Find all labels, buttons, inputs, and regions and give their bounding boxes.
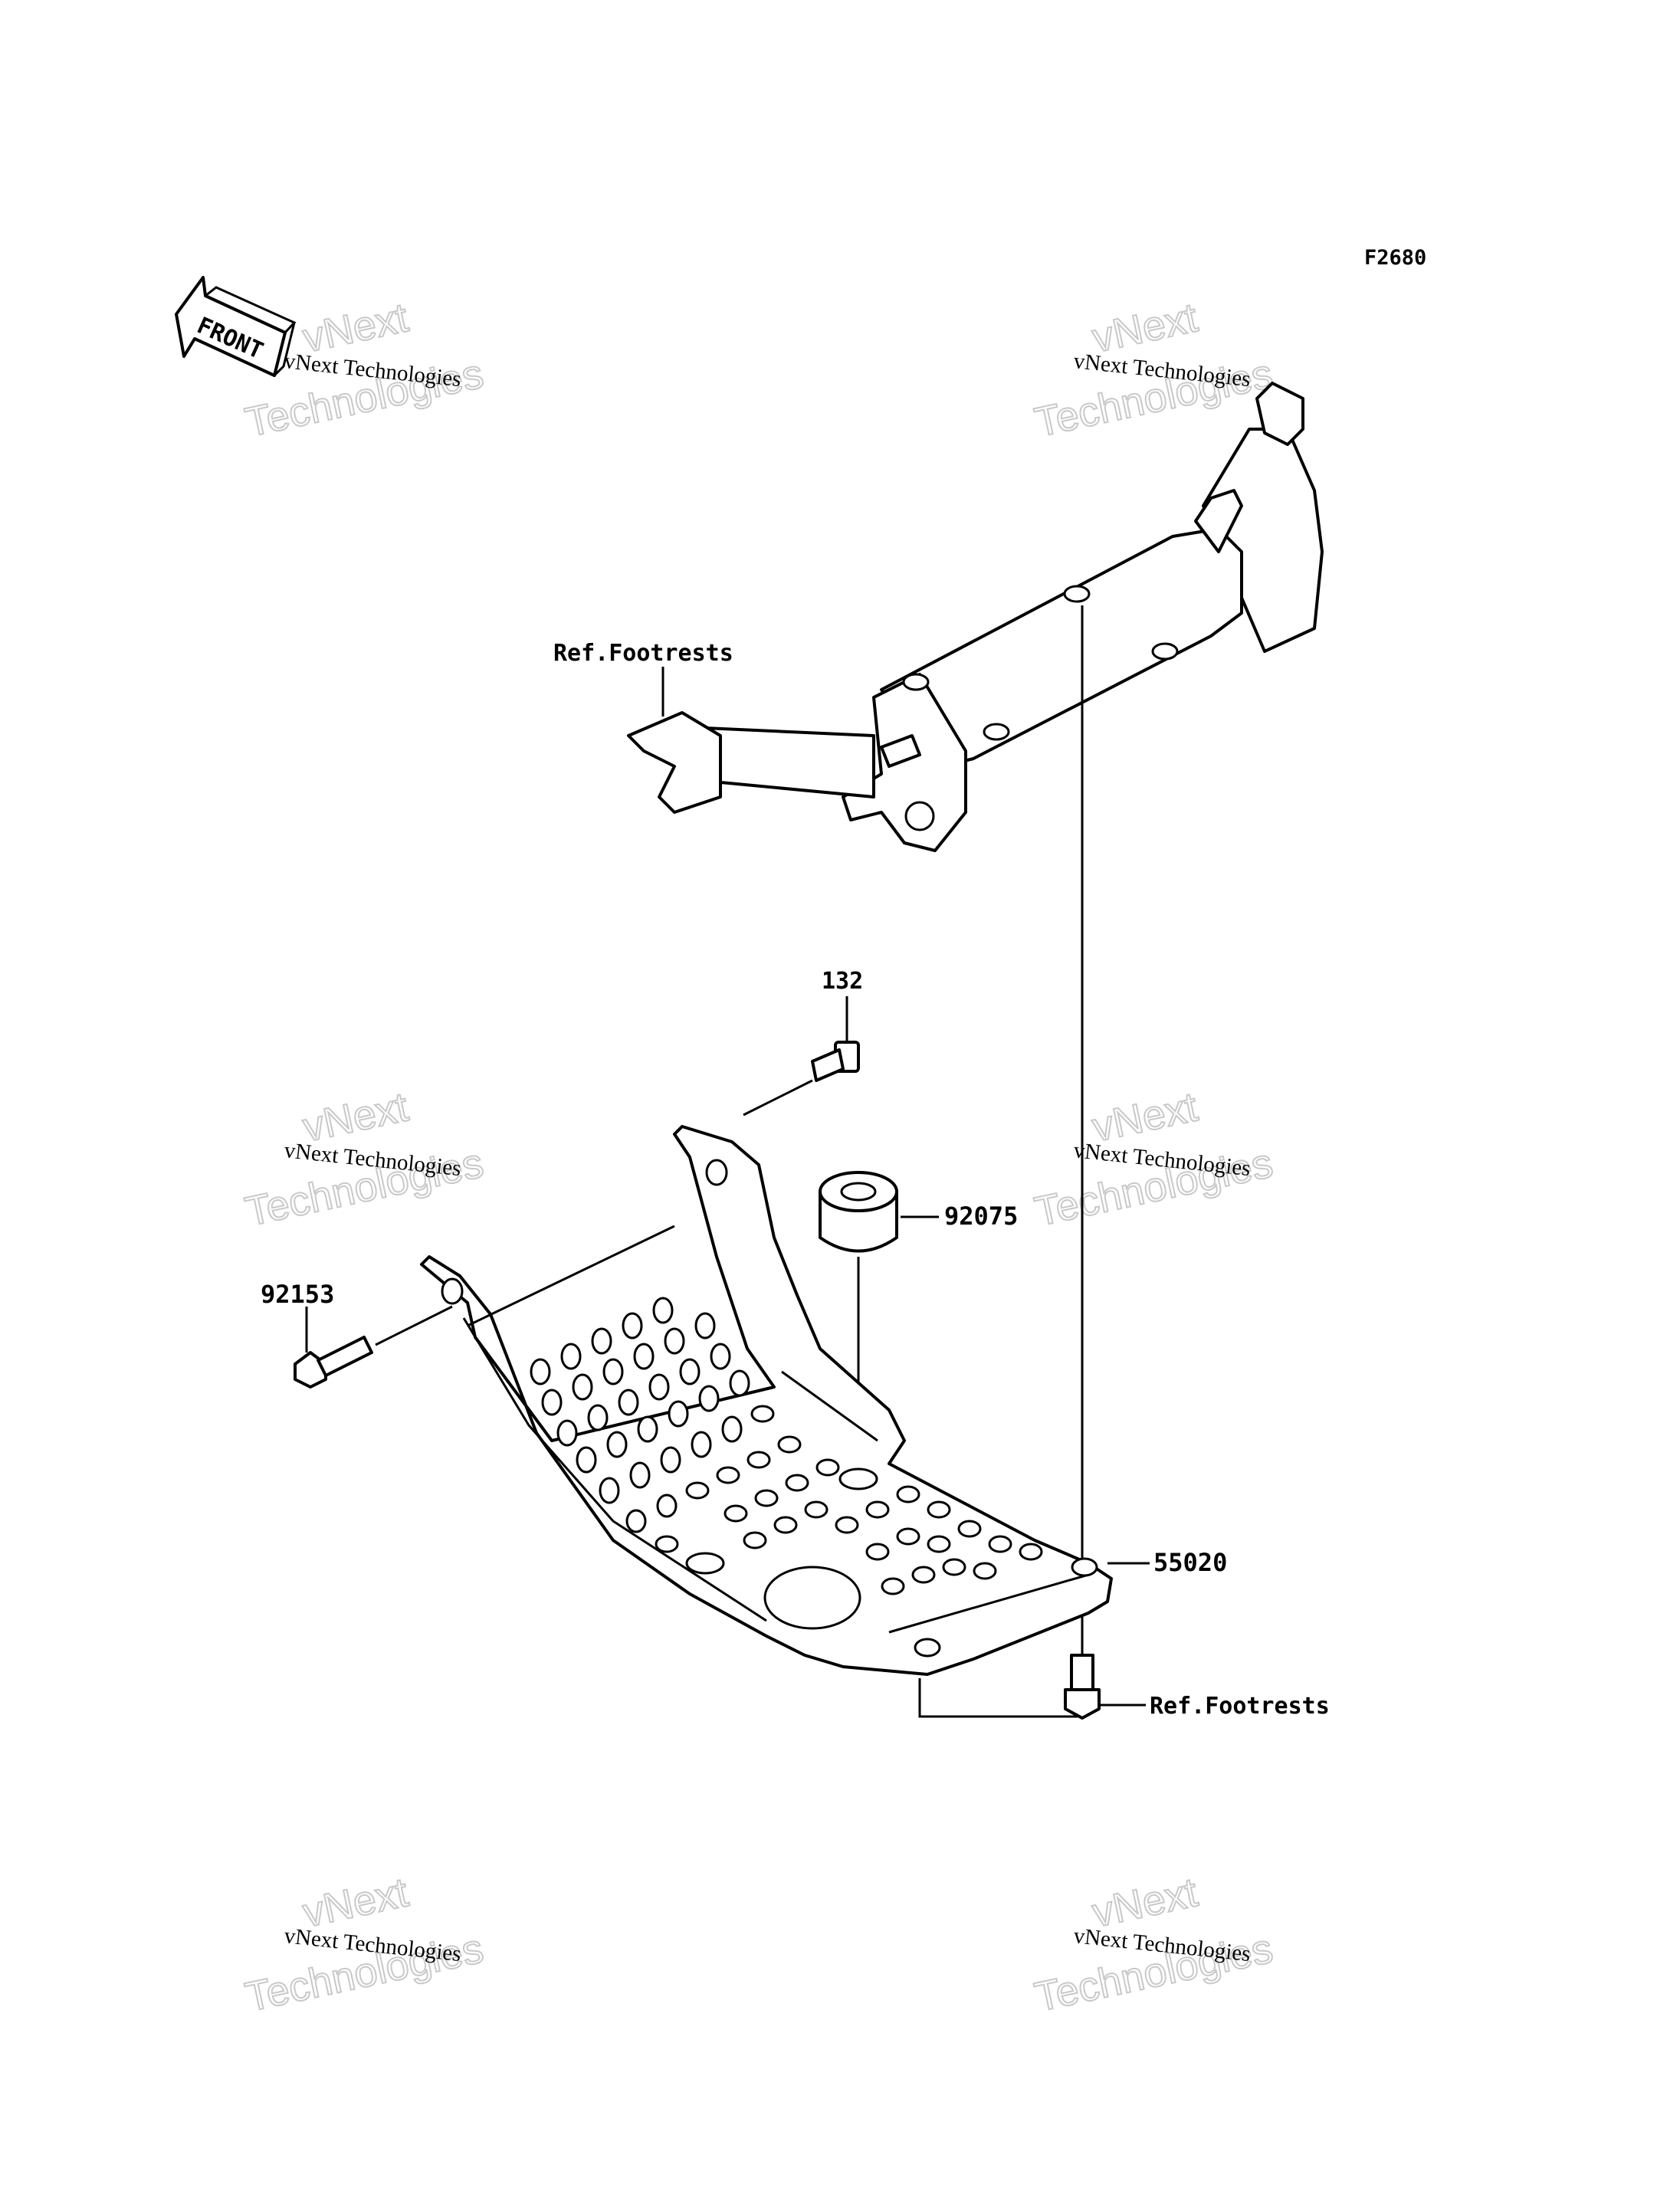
bolt-132	[811, 1041, 860, 1082]
perforation-pattern	[530, 1297, 1043, 1595]
watermark-middle-left: vNext Technologies vNext Technologies	[241, 1083, 488, 1235]
callout-132: 132	[822, 968, 863, 995]
callout-92075: 92075	[944, 1202, 1018, 1231]
grommet-92075	[819, 1171, 898, 1253]
watermark-top-right: vNext Technologies vNext Technologies	[1030, 293, 1278, 446]
bolt-footrest	[1064, 1654, 1101, 1720]
diagram-code: F2680	[1364, 246, 1426, 270]
front-arrow-icon: FRONT	[175, 276, 297, 377]
callout-92153: 92153	[261, 1280, 334, 1309]
watermark-bottom-right: vNext Technologies vNext Technologies	[1030, 1868, 1278, 2021]
watermark-middle-right: vNext Technologies vNext Technologies	[1030, 1083, 1278, 1235]
callout-ref-footrests-top: Ref.Footrests	[553, 640, 733, 667]
bolt-92153	[294, 1336, 373, 1389]
callout-ref-footrests-bottom: Ref.Footrests	[1150, 1693, 1330, 1720]
skid-plate-55020	[420, 1125, 1113, 1676]
callout-55020: 55020	[1153, 1548, 1227, 1577]
footrest-frame	[627, 382, 1324, 852]
watermark-bottom-left: vNext Technologies vNext Technologies	[241, 1868, 488, 2021]
